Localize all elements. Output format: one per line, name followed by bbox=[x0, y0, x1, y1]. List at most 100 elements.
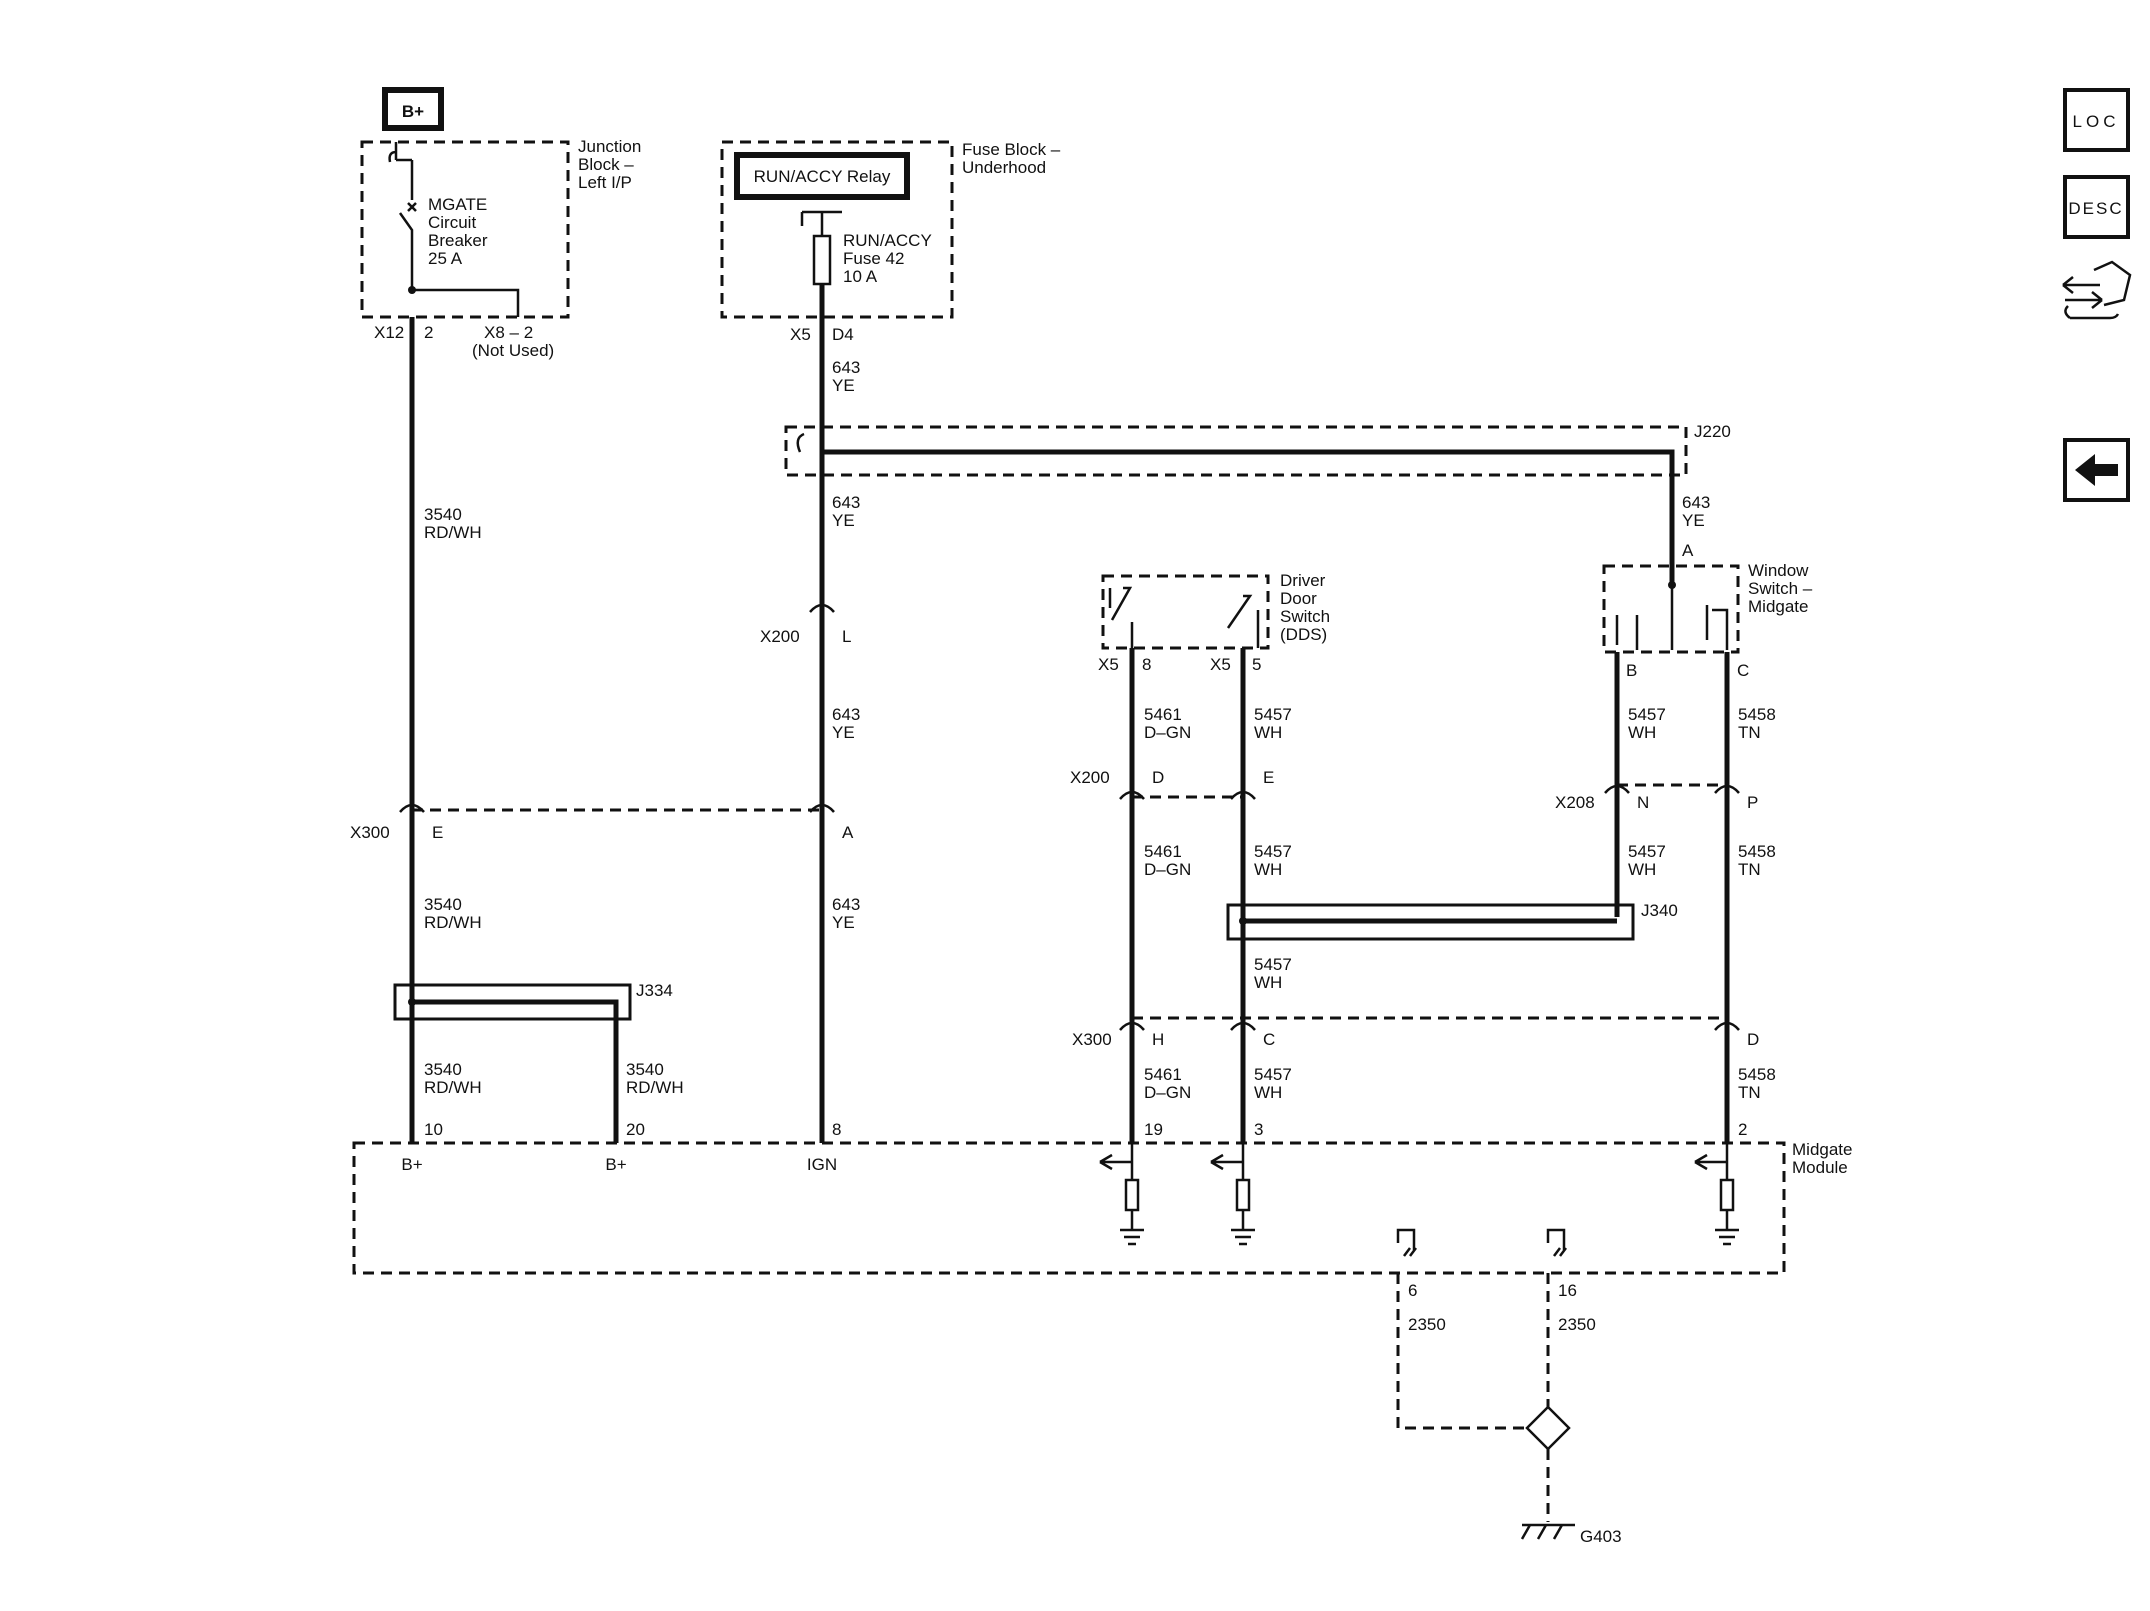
x208-pin-p: P bbox=[1747, 793, 1758, 812]
x200-top-pin: L bbox=[842, 627, 851, 646]
midgate-module-outline bbox=[352, 1141, 1786, 1275]
module-pin-3: 3 bbox=[1254, 1120, 1263, 1139]
splice-j340-label: J340 bbox=[1641, 901, 1678, 920]
window-switch-pin-a: A bbox=[1682, 541, 1694, 560]
splice-j220-outline bbox=[784, 425, 1688, 477]
window-switch-pin-b: B bbox=[1626, 661, 1637, 680]
window-switch-node bbox=[1668, 581, 1676, 589]
splice-j220-label: J220 bbox=[1694, 422, 1731, 441]
junction-conn-left: X12 bbox=[374, 323, 404, 342]
relay-label: RUN/ACCY Relay bbox=[754, 167, 891, 186]
j340-node bbox=[1239, 917, 1247, 925]
module-pin-10: 10 bbox=[424, 1120, 443, 1139]
ground-lead-6 bbox=[1396, 1228, 1417, 1257]
x300-pin-h: H bbox=[1152, 1030, 1164, 1049]
junction-block-fuse-symbol bbox=[388, 142, 412, 163]
power-source-label: B+ bbox=[402, 102, 424, 121]
junction-block-internal bbox=[412, 288, 520, 317]
x208-label: X208 bbox=[1555, 793, 1595, 812]
j334-node bbox=[408, 998, 416, 1006]
x300-conn-e bbox=[399, 803, 425, 813]
x208-pin-n: N bbox=[1637, 793, 1649, 812]
x300-pin-e: E bbox=[432, 823, 443, 842]
module-pin-label-bplus-2: B+ bbox=[605, 1155, 626, 1174]
ground-symbol bbox=[1520, 1523, 1575, 1540]
splice-j340-box bbox=[1226, 903, 1635, 941]
module-pin-label-bplus-1: B+ bbox=[401, 1155, 422, 1174]
x300-conn-a bbox=[809, 803, 835, 813]
ground-label: G403 bbox=[1580, 1527, 1622, 1546]
x200-pin-e: E bbox=[1263, 768, 1274, 787]
x208-conn-p bbox=[1714, 784, 1740, 794]
dds-conn-2: X5 bbox=[1210, 655, 1231, 674]
wire-2350-a bbox=[1396, 1273, 1528, 1430]
fuse-block-pin: D4 bbox=[832, 325, 854, 344]
splice-j334-label: J334 bbox=[636, 981, 673, 1000]
module-pin-20: 20 bbox=[626, 1120, 645, 1139]
loc-button[interactable]: LOC bbox=[2063, 88, 2130, 152]
window-switch-outline bbox=[1602, 564, 1740, 654]
module-pin-label-ign: IGN bbox=[807, 1155, 837, 1174]
x300-conn-d bbox=[1714, 1021, 1740, 1031]
fuse-block-outline bbox=[720, 140, 954, 319]
dds-pin-1: 8 bbox=[1142, 655, 1151, 674]
back-arrow-icon bbox=[2075, 454, 2118, 486]
back-button[interactable] bbox=[2063, 438, 2130, 502]
dds-conn-1: X5 bbox=[1098, 655, 1119, 674]
relay-box bbox=[734, 152, 910, 200]
module-input-3 bbox=[1210, 1143, 1255, 1246]
wire-643-j220 bbox=[822, 449, 1675, 585]
module-pin-16: 16 bbox=[1558, 1281, 1577, 1300]
module-pin-19: 19 bbox=[1144, 1120, 1163, 1139]
ground-splice-diamond bbox=[1525, 1405, 1571, 1451]
x300-pin-d: D bbox=[1747, 1030, 1759, 1049]
dds-switch-1 bbox=[1108, 586, 1134, 648]
dds-pin-2: 5 bbox=[1252, 655, 1261, 674]
x200-pin-d: D bbox=[1152, 768, 1164, 787]
connector-info-icon[interactable] bbox=[2062, 260, 2132, 320]
junction-pin-left: 2 bbox=[424, 323, 433, 342]
fuse-block-name: Fuse Block –Underhood bbox=[962, 140, 1061, 177]
splice-j334-box bbox=[393, 983, 632, 1021]
x300-conn-h bbox=[1119, 1021, 1145, 1031]
relay-contact bbox=[800, 210, 842, 236]
x200-mid-label: X200 bbox=[1070, 768, 1110, 787]
x300-conn-c bbox=[1230, 1021, 1256, 1031]
power-source-box bbox=[382, 87, 444, 131]
window-switch-contacts bbox=[1615, 585, 1729, 650]
dds-outline bbox=[1101, 574, 1270, 650]
window-switch-pin-c: C bbox=[1737, 661, 1749, 680]
junction-block-outline bbox=[360, 140, 570, 319]
j220-marker bbox=[796, 432, 805, 453]
desc-button[interactable]: DESC bbox=[2063, 175, 2130, 239]
x200-conn-e bbox=[1230, 790, 1256, 800]
wire-2350-label-b: 2350 bbox=[1558, 1315, 1596, 1334]
fuse-block-conn: X5 bbox=[790, 325, 811, 344]
x200-conn-d bbox=[1119, 790, 1145, 800]
module-input-19 bbox=[1099, 1143, 1144, 1246]
fuse-symbol bbox=[812, 234, 832, 286]
module-input-2 bbox=[1694, 1143, 1739, 1246]
wire-3540-j334 bbox=[412, 999, 619, 1143]
